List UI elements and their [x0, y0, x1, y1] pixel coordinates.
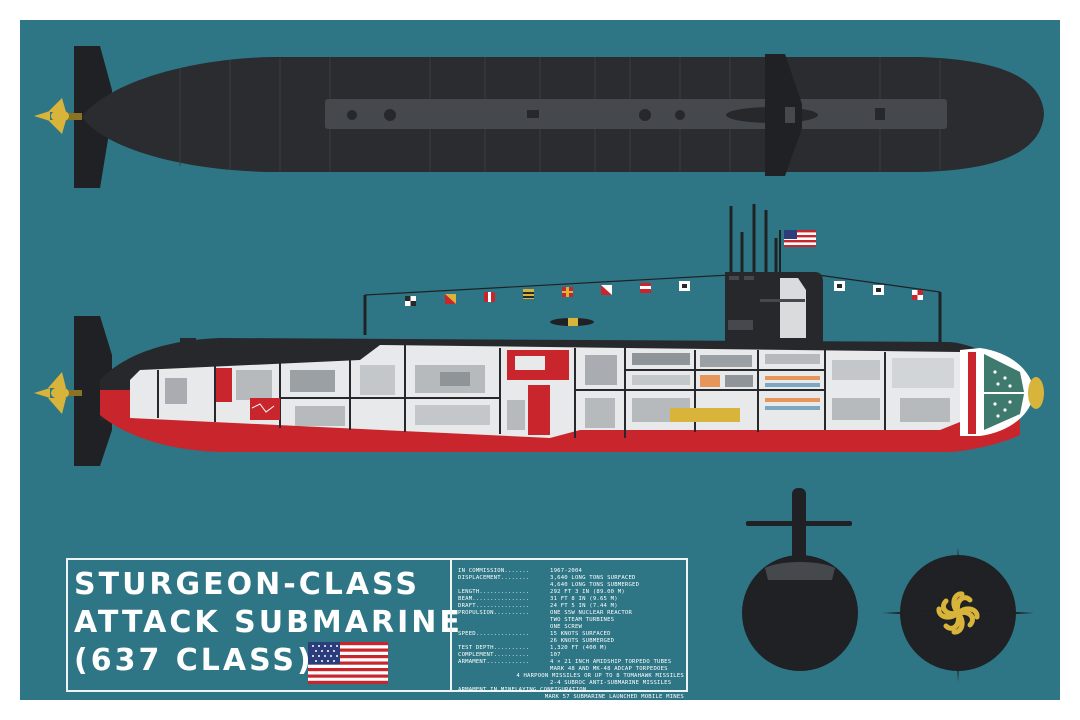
spec-label: ARMAMENT............ — [458, 659, 530, 665]
signal-flag-icon — [834, 281, 923, 300]
us-flag-icon — [779, 230, 816, 272]
spec-value: 15 KNOTS SURFACED — [550, 631, 611, 637]
title-line-1: STURGEON-CLASS — [74, 567, 420, 602]
interior-cutaway — [130, 345, 965, 438]
top-propeller-icon — [34, 98, 82, 134]
spec-value: 24 FT 5 IN (7.44 M) — [550, 603, 618, 609]
spec-value — [586, 687, 684, 694]
spec-label — [458, 582, 550, 589]
spec-label — [458, 694, 545, 700]
spec-value: 1,320 FT (400 M) — [550, 645, 608, 651]
spec-label: ARMAMENT IN MINELAYING CONFIGURATION — [458, 687, 587, 693]
spec-label: PROPULSION.......... — [458, 610, 530, 616]
title-line-3: (637 CLASS) — [74, 643, 314, 678]
spec-label: DRAFT............... — [458, 603, 530, 609]
spec-row: IN COMMISSION....... 1967-2004 — [458, 568, 684, 575]
submarine-blueprint — [20, 20, 1060, 700]
spec-row: 4 HARPOON MISSILES OR UP TO 8 TOMAHAWK M… — [458, 673, 684, 680]
spec-label: COMPLEMENT.......... — [458, 652, 530, 658]
spec-row: LENGTH.............. 292 FT 3 IN (89.00 M… — [458, 589, 684, 596]
title-panel: STURGEON-CLASS ATTACK SUBMARINE (637 CLA… — [66, 558, 688, 700]
spec-value: 1967-2004 — [550, 568, 583, 574]
spec-row: BEAM................ 31 FT 8 IN (9.65 M) — [458, 596, 684, 603]
spec-label — [458, 638, 550, 645]
spec-label: TEST DEPTH.......... — [458, 645, 530, 651]
spec-row: TWO STEAM TURBINES — [458, 617, 684, 624]
spec-row: MARK 57 SUBMARINE LAUNCHED MOBILE MINES — [458, 694, 684, 700]
top-sail-planes — [765, 54, 802, 176]
spec-value: 3,640 LONG TONS SURFACED — [550, 575, 636, 581]
title-line-2: ATTACK SUBMARINE — [74, 605, 463, 640]
spec-row: ARMAMENT IN MINELAYING CONFIGURATION — [458, 687, 684, 694]
spec-value: ONE SCREW — [550, 624, 583, 630]
spec-label — [458, 617, 550, 624]
spec-value: TWO STEAM TURBINES — [550, 617, 615, 623]
spec-label — [458, 680, 550, 687]
spec-label: IN COMMISSION....... — [458, 568, 530, 574]
spec-label — [458, 673, 516, 680]
spec-row: 4,640 LONG TONS SUBMERGED — [458, 582, 684, 589]
front-view — [742, 488, 858, 671]
spec-row: DRAFT............... 24 FT 5 IN (7.44 M) — [458, 603, 684, 610]
spec-row: PROPULSION.......... ONE S5W NUCLEAR REAC… — [458, 610, 684, 617]
spec-label: BEAM................ — [458, 596, 530, 602]
spec-value: 292 FT 3 IN (89.00 M) — [550, 589, 625, 595]
spec-row: SPEED............... 15 KNOTS SURFACED — [458, 631, 684, 638]
side-propeller-icon — [34, 372, 82, 414]
spec-row: TEST DEPTH.......... 1,320 FT (400 M) — [458, 645, 684, 652]
spec-row: DISPLACEMENT........ 3,640 LONG TONS SURF… — [458, 575, 684, 582]
top-deck — [325, 99, 947, 129]
spec-value: 26 KNOTS SUBMERGED — [550, 638, 615, 644]
rear-view — [882, 547, 1034, 682]
spec-value: MARK 48 AND MK-48 ADCAP TORPEDOES — [550, 666, 668, 672]
panel-divider — [450, 560, 452, 690]
spec-value: 31 FT 8 IN (9.65 M) — [550, 596, 618, 602]
spec-row: 26 KNOTS SUBMERGED — [458, 638, 684, 645]
signal-flag-icon — [405, 281, 690, 306]
spec-label — [458, 666, 550, 673]
spec-value: 4,640 LONG TONS SUBMERGED — [550, 582, 640, 588]
spec-label: SPEED............... — [458, 631, 530, 637]
spec-row: MARK 48 AND MK-48 ADCAP TORPEDOES — [458, 666, 684, 673]
side-view — [34, 204, 1044, 466]
spec-value: 4 × 21 INCH AMIDSHIP TORPEDO TUBES — [550, 659, 672, 665]
spec-label: LENGTH.............. — [458, 589, 530, 595]
spec-value: ONE S5W NUCLEAR REACTOR — [550, 610, 633, 616]
bow-dome — [960, 348, 1044, 436]
spec-value: 107 — [550, 652, 561, 658]
spec-value: 4 HARPOON MISSILES OR UP TO 8 TOMAHAWK M… — [516, 673, 684, 679]
spec-row: 2-4 SUBROC ANTI-SUBMARINE MISSILES — [458, 680, 684, 687]
spec-row: COMPLEMENT.......... 107 — [458, 652, 684, 659]
spec-label — [458, 624, 550, 631]
spec-value: 2-4 SUBROC ANTI-SUBMARINE MISSILES — [550, 680, 672, 686]
spec-row: ARMAMENT............ 4 × 21 INCH AMIDSHIP… — [458, 659, 684, 666]
us-flag-icon — [308, 642, 388, 684]
spec-value: MARK 57 SUBMARINE LAUNCHED MOBILE MINES — [544, 694, 684, 700]
poster: STURGEON-CLASS ATTACK SUBMARINE (637 CLA… — [20, 20, 1060, 700]
spec-row: ONE SCREW — [458, 624, 684, 631]
side-stern-fin — [74, 316, 112, 466]
spec-label: DISPLACEMENT........ — [458, 575, 530, 581]
top-view — [34, 46, 1044, 188]
